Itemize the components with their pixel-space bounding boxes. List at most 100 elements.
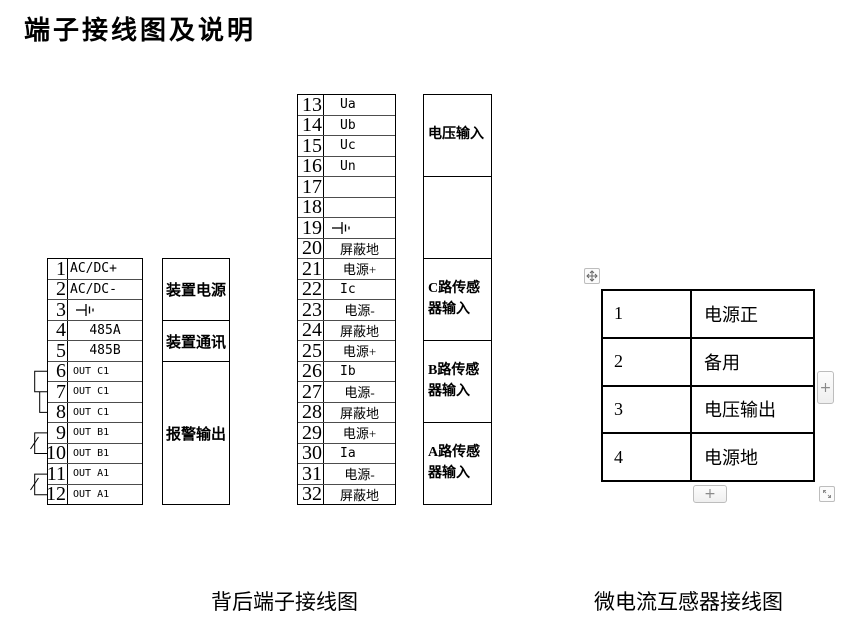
terminal-number: 29	[298, 423, 324, 443]
terminal-label: OUT C1	[73, 365, 110, 377]
cell-label[interactable]: 电压输出	[704, 400, 776, 421]
terminal-number: 17	[298, 177, 324, 197]
terminal-number: 15	[298, 136, 324, 156]
terminal-group-cell: 装置电源	[163, 259, 229, 320]
terminal-number: 30	[298, 443, 324, 463]
terminal-number: 13	[298, 95, 324, 115]
terminal-row: 6 OUT C1	[48, 360, 142, 381]
terminal-group-cell: C路传感器输入	[424, 258, 491, 340]
terminal-group-label: 电压输入	[428, 127, 484, 143]
add-row-button[interactable]: +	[693, 485, 727, 503]
cell-label[interactable]: 备用	[704, 352, 740, 373]
terminal-group-cell: A路传感器输入	[424, 422, 491, 504]
terminal-number: 19	[298, 218, 324, 238]
cell-label[interactable]: 电源地	[704, 448, 758, 469]
terminal-label: Ia	[340, 445, 356, 461]
terminal-row: 12 OUT A1	[46, 483, 142, 506]
cell-label[interactable]: 电源正	[704, 304, 758, 325]
add-column-button[interactable]: +	[817, 371, 834, 404]
terminal-group-label: B路传感器输入	[428, 363, 480, 399]
terminal-label: Un	[340, 158, 356, 174]
terminal-label: 电源+	[342, 262, 377, 278]
terminal-label	[324, 177, 395, 197]
terminal-label: OUT A1	[73, 488, 110, 500]
terminal-number: 12	[46, 483, 68, 506]
terminal-row: 3	[48, 299, 142, 320]
terminal-label: 电源-	[344, 385, 375, 401]
terminal-number: 26	[298, 361, 324, 381]
terminal-number: 27	[298, 382, 324, 402]
terminal-label: OUT A1	[73, 468, 110, 480]
table-row: 1 电源正	[603, 291, 813, 337]
terminal-group-cell: 电压输入	[424, 95, 491, 176]
terminal-number: 22	[298, 279, 324, 299]
terminal-label: 屏蔽地	[339, 405, 379, 421]
terminal-label: Ua	[340, 97, 356, 113]
terminal-number: 2	[48, 279, 68, 299]
terminal-row: 16 Un	[298, 155, 395, 176]
terminal-label: AC/DC+	[70, 261, 117, 277]
caption-rear-diagram: 背后端子接线图	[211, 590, 358, 614]
terminal-number: 14	[298, 115, 324, 135]
terminal-number: 18	[298, 197, 324, 217]
terminal-row: 27 电源-	[298, 381, 395, 402]
terminal-group-label: 报警输出	[165, 426, 226, 443]
caption-transformer-diagram: 微电流互感器接线图	[594, 590, 783, 614]
terminal-number: 6	[48, 361, 68, 381]
terminal-number: 23	[298, 300, 324, 320]
terminal-row: 5 485B	[48, 340, 142, 361]
terminal-number: 5	[48, 341, 68, 361]
terminal-group-label: C路传感器输入	[428, 281, 481, 317]
terminal-row: 30 Ia	[298, 442, 395, 463]
terminal-label: AC/DC-	[70, 281, 117, 297]
terminal-label: 屏蔽地	[339, 487, 379, 503]
terminal-row: 19	[298, 217, 395, 238]
terminal-number: 10	[46, 442, 68, 465]
cell-number[interactable]: 3	[603, 386, 692, 433]
terminal-group-label: A路传感器输入	[428, 445, 481, 481]
terminal-row: 14 Ub	[298, 114, 395, 135]
diagonal-resize-icon	[823, 490, 831, 498]
table-resize-handle[interactable]	[819, 486, 835, 502]
terminal-group-label: 装置通讯	[165, 334, 226, 351]
terminal-row: 26 Ib	[298, 360, 395, 381]
terminal-label: Ub	[340, 117, 356, 133]
table-move-handle[interactable]	[584, 268, 600, 284]
terminal-row: 32 屏蔽地	[298, 483, 395, 504]
earth-ground-icon	[324, 218, 395, 238]
move-cross-icon	[586, 270, 598, 282]
terminal-number: 7	[48, 382, 68, 402]
terminal-number: 21	[298, 259, 324, 279]
terminal-label: 485B	[89, 343, 121, 359]
terminal-group-cell: B路传感器输入	[424, 340, 491, 422]
terminal-group-label: 装置电源	[165, 282, 226, 299]
plus-icon: +	[704, 486, 716, 502]
terminal-label: Ic	[340, 281, 356, 297]
terminal-label: Ib	[340, 363, 356, 379]
table-row: 2 备用	[603, 336, 813, 385]
terminal-number: 16	[298, 156, 324, 176]
transformer-wiring-table[interactable]: 1 电源正 2 备用 3 电压输出 4 电源地	[601, 289, 815, 482]
page-title: 端子接线图及说明	[24, 16, 257, 45]
cell-number[interactable]: 4	[603, 434, 692, 480]
terminal-row: 29 电源+	[298, 422, 395, 443]
terminal-label: 电源-	[344, 467, 375, 483]
terminal-row: 21 电源+	[298, 258, 395, 279]
terminal-label: 电源+	[342, 426, 377, 442]
earth-ground-icon	[68, 300, 142, 320]
terminal-number: 32	[298, 484, 324, 504]
terminal-row: 22 Ic	[298, 278, 395, 299]
terminal-label	[324, 198, 395, 218]
cell-number[interactable]: 1	[603, 291, 692, 337]
table-row: 3 电压输出	[603, 384, 813, 433]
cell-number[interactable]: 2	[603, 338, 692, 385]
